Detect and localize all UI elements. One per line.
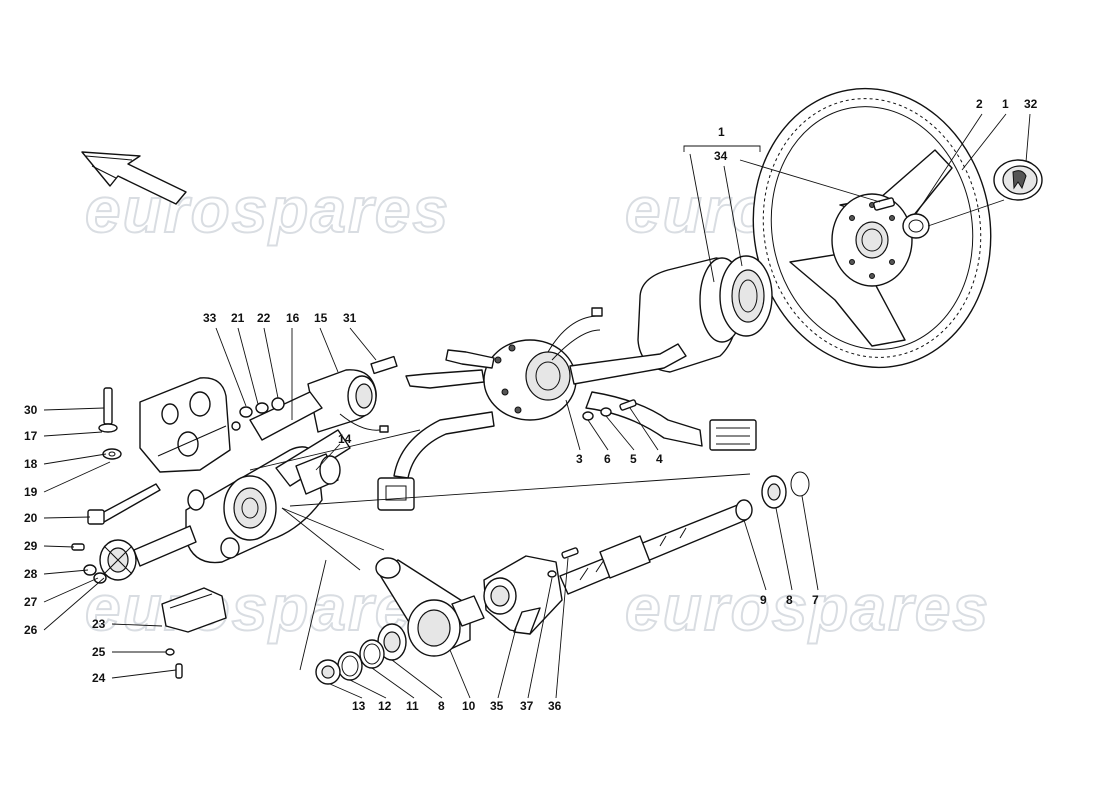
- callout-23: 23: [92, 617, 106, 631]
- column-shroud: [637, 255, 773, 373]
- callout-22: 22: [257, 311, 271, 325]
- callout-21: 21: [231, 311, 245, 325]
- callout-18: 18: [24, 457, 38, 471]
- callout-25: 25: [92, 645, 106, 659]
- lower-column-tube: [375, 557, 485, 657]
- direction-arrow-icon: [81, 151, 187, 205]
- callout-8-left: 8: [438, 699, 445, 713]
- bearing-stack: [315, 623, 407, 685]
- callout-12: 12: [378, 699, 392, 713]
- combination-switch: [377, 307, 757, 511]
- callout-1-group: 1: [718, 125, 725, 139]
- watermark-bottom-right: eurospares: [625, 572, 990, 644]
- callout-26: 26: [24, 623, 38, 637]
- callout-33: 33: [203, 311, 217, 325]
- callout-15: 15: [314, 311, 328, 325]
- switch-fixing-parts: [582, 399, 637, 421]
- steering-wheel: [752, 87, 992, 369]
- callout-36: 36: [548, 699, 562, 713]
- leader-lines: [43, 113, 1031, 699]
- callout-27: 27: [24, 595, 38, 609]
- mounting-bracket: [139, 377, 231, 473]
- callout-19: 19: [24, 485, 38, 499]
- callout-34: 34: [714, 149, 728, 163]
- callout-1: 1: [1002, 97, 1009, 111]
- horn-button-emblem: [993, 159, 1043, 201]
- callout-6: 6: [604, 452, 611, 466]
- long-bolt: [87, 483, 161, 525]
- callout-4: 4: [656, 452, 663, 466]
- callout-20: 20: [24, 511, 38, 525]
- callout-8-right: 8: [786, 593, 793, 607]
- callout-13: 13: [352, 699, 366, 713]
- upper-column-housing: [185, 391, 351, 564]
- callout-5: 5: [630, 452, 637, 466]
- callout-32: 32: [1024, 97, 1038, 111]
- ignition-lock: [307, 355, 398, 433]
- callout-31: 31: [343, 311, 357, 325]
- callout-17: 17: [24, 429, 38, 443]
- callout-9: 9: [760, 593, 767, 607]
- lock-small-parts: [231, 397, 285, 431]
- stud-and-washers: [98, 387, 122, 460]
- callout-30: 30: [24, 403, 38, 417]
- callout-10: 10: [462, 699, 476, 713]
- shaft-bearing: [761, 471, 810, 509]
- wheel-screw: [873, 197, 895, 211]
- callout-11: 11: [406, 699, 419, 713]
- control-module: [161, 587, 227, 633]
- callout-24: 24: [92, 671, 106, 685]
- universal-joint: [83, 525, 197, 584]
- hub-nut: [902, 213, 930, 239]
- callout-16: 16: [286, 311, 300, 325]
- callout-2: 2: [976, 97, 983, 111]
- callout-labels: 1 34 2 1 32 33 21 22 16 15 31 14 30 17 1…: [24, 97, 1038, 713]
- callout-14: 14: [338, 432, 352, 446]
- callout-29: 29: [24, 539, 38, 553]
- callout-37: 37: [520, 699, 534, 713]
- lock-housing: [483, 555, 563, 635]
- callout-3: 3: [576, 452, 583, 466]
- callout-28: 28: [24, 567, 38, 581]
- callout-7: 7: [812, 593, 819, 607]
- callout-35: 35: [490, 699, 504, 713]
- lock-screws: [547, 547, 579, 578]
